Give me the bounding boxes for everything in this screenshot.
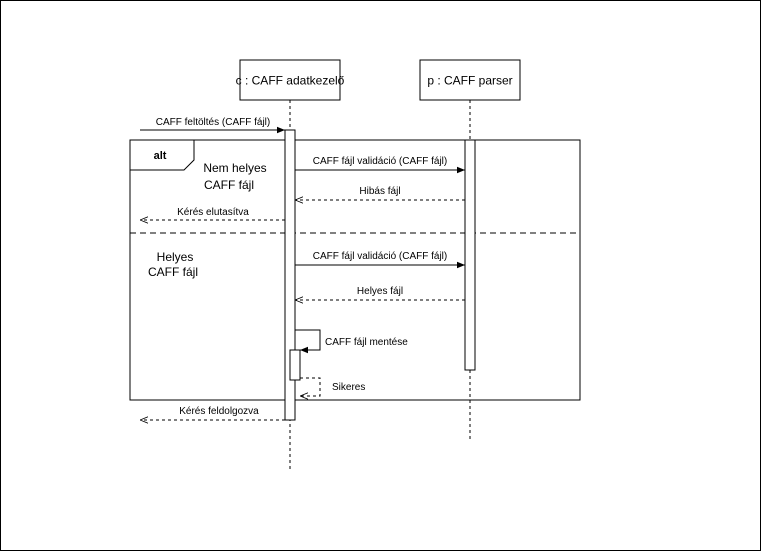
message-upload: CAFF feltöltés (CAFF fájl)	[140, 117, 285, 134]
guard-1-line-2: CAFF fájl	[204, 178, 254, 192]
message-rejected-label: Kérés elutasítva	[177, 207, 249, 218]
message-processed: Kérés feldolgozva	[140, 406, 285, 420]
message-upload-label: CAFF feltöltés (CAFF fájl)	[156, 117, 270, 128]
message-valid-file-label: Helyes fájl	[357, 286, 403, 297]
activation-p	[464, 139, 476, 371]
guard-1-line-1: Nem helyes	[203, 161, 266, 175]
message-save: CAFF fájl mentése	[295, 329, 408, 354]
message-invalid-file: Hibás fájl	[295, 186, 465, 200]
message-validate-2: CAFF fájl validáció (CAFF fájl)	[295, 251, 465, 269]
alt-operator-label: alt	[154, 150, 167, 162]
alt-fragment: alt Nem helyes CAFF fájl Helyes CAFF fáj…	[129, 139, 581, 401]
guard-2-line-1: Helyes	[157, 250, 194, 264]
activation-c	[284, 129, 296, 421]
alt-operator-tab	[130, 139, 195, 171]
message-success: Sikeres	[300, 377, 365, 396]
message-validate-1-label: CAFF fájl validáció (CAFF fájl)	[313, 156, 447, 167]
message-success-label: Sikeres	[332, 382, 365, 393]
alt-frame	[129, 139, 581, 401]
message-save-label: CAFF fájl mentése	[325, 337, 408, 348]
message-validate-2-label: CAFF fájl validáció (CAFF fájl)	[313, 251, 447, 262]
message-valid-file: Helyes fájl	[295, 286, 465, 300]
activation-c-nested	[289, 349, 301, 381]
participant-p-box	[419, 59, 521, 101]
guard-2-line-2: CAFF fájl	[148, 265, 198, 279]
message-success-arrow	[300, 377, 321, 396]
participant-c-label: c : CAFF adatkezelő	[236, 74, 345, 88]
message-save-arrow	[295, 329, 321, 354]
message-rejected: Kérés elutasítva	[140, 207, 285, 220]
participant-p-label: p : CAFF parser	[427, 74, 512, 88]
participant-c-box	[239, 59, 341, 101]
message-validate-1: CAFF fájl validáció (CAFF fájl)	[295, 156, 465, 174]
message-invalid-file-label: Hibás fájl	[359, 186, 400, 197]
message-processed-label: Kérés feldolgozva	[179, 406, 259, 417]
